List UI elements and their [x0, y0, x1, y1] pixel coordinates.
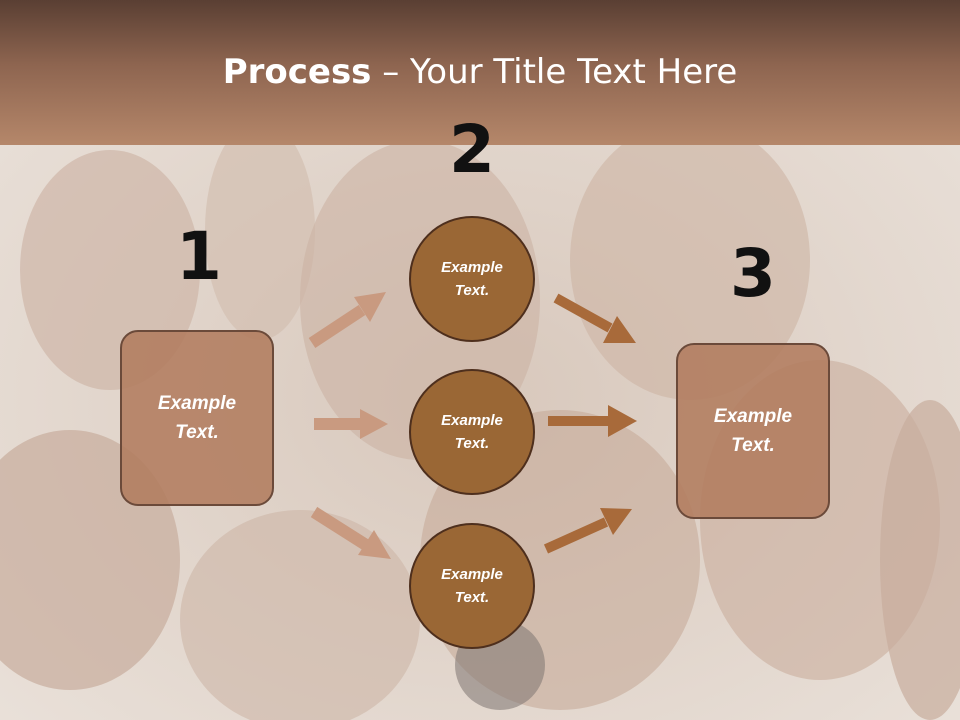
arrow-middle-to-right: [548, 405, 637, 437]
step-number-1: 1: [176, 218, 222, 295]
arrow-left-to-top: [308, 292, 386, 349]
title-rest: – Your Title Text Here: [371, 52, 738, 92]
arrow-top-to-right: [553, 293, 636, 343]
circle-bottom-label: Example Text.: [441, 566, 503, 606]
arrow-left-to-bottom: [310, 506, 391, 559]
right-box-label: Example Text.: [713, 406, 793, 456]
circle-middle: Example Text.: [409, 369, 535, 495]
title-bar: [0, 0, 960, 145]
left-box-label: Example Text.: [157, 393, 237, 443]
left-box: Example Text.: [120, 330, 274, 506]
circle-bottom: Example Text.: [409, 523, 535, 649]
step-number-2: 2: [449, 111, 495, 188]
right-box: Example Text.: [676, 343, 830, 519]
title-bold: Process: [222, 52, 372, 92]
step-number-3: 3: [730, 235, 776, 312]
arrow-left-to-middle: [314, 409, 388, 439]
circle-middle-label: Example Text.: [441, 412, 503, 452]
circle-top-label: Example Text.: [441, 259, 503, 299]
circle-top: Example Text.: [409, 216, 535, 342]
arrow-bottom-to-right: [543, 508, 632, 554]
slide-title: Process – Your Title Text Here: [0, 52, 960, 92]
